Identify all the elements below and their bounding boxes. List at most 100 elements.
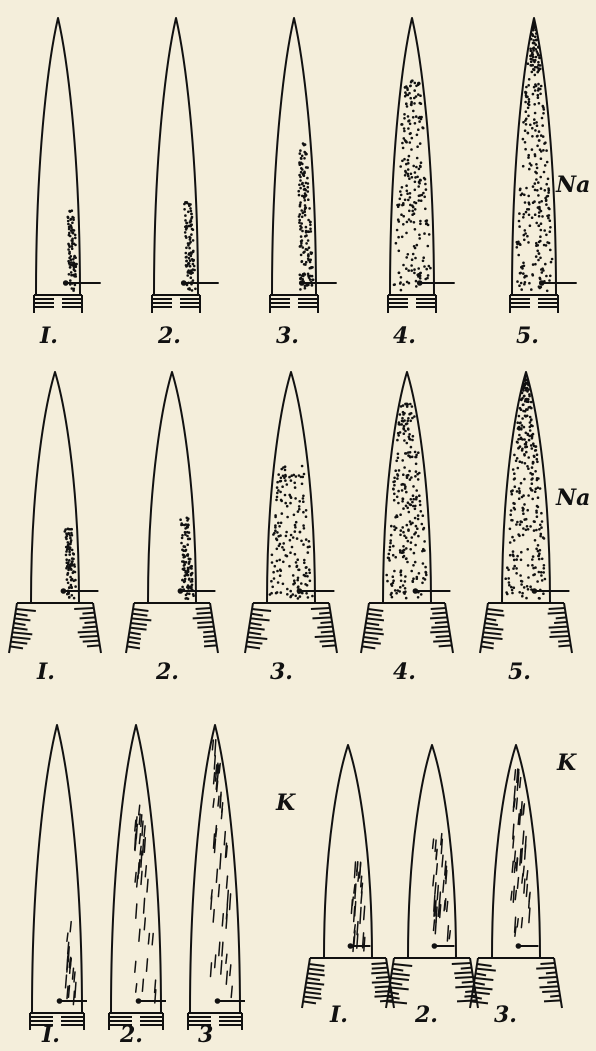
burner-hatch <box>375 986 391 987</box>
flame-dot <box>418 234 421 237</box>
flame-dash <box>442 855 443 867</box>
flame-dot <box>522 216 525 219</box>
flame-dot <box>543 567 546 570</box>
flame-dot <box>412 564 415 567</box>
flame-dot <box>539 487 542 490</box>
flame-dash <box>68 949 69 960</box>
flame-dot <box>402 264 405 267</box>
flame-dash <box>217 781 218 792</box>
flame-dot <box>539 549 542 552</box>
flame-dot <box>541 215 544 218</box>
flame-dot <box>534 129 537 132</box>
flame-dot <box>403 466 406 469</box>
flame-dot <box>540 286 543 289</box>
flame-dot <box>549 249 552 252</box>
flame-dot <box>406 190 409 193</box>
flame-dot <box>304 199 307 202</box>
flame-dot <box>193 265 196 268</box>
flame-dot <box>525 86 528 89</box>
flame-dash <box>147 879 148 892</box>
pointer-dot <box>57 998 63 1004</box>
flame-dot <box>402 483 405 486</box>
flame-dot <box>522 121 525 124</box>
flame-dot <box>537 94 540 97</box>
burner-hatch <box>197 613 212 614</box>
flame-dot <box>408 218 411 221</box>
flame-dot <box>530 401 533 404</box>
flame-dot <box>407 199 410 202</box>
flame-dot <box>308 246 311 249</box>
flame-dot <box>518 591 521 594</box>
flame-dot <box>547 195 550 198</box>
burner-hatch <box>485 623 498 625</box>
flame-dot <box>520 194 523 197</box>
flame-label: 2. <box>157 323 181 349</box>
flame-dot <box>540 222 543 225</box>
flame-dot <box>418 199 421 202</box>
burner-hatch <box>129 632 140 634</box>
flame-dot <box>388 557 391 560</box>
flame-dot <box>539 235 542 238</box>
flame-dash <box>433 839 434 848</box>
burner-hatch <box>372 982 390 983</box>
burner-hatch <box>364 632 383 634</box>
flame-label: 4. <box>393 323 416 349</box>
flame-dot <box>308 571 311 574</box>
flame-dot <box>539 240 542 243</box>
flame-dash <box>437 886 438 900</box>
flame-dot <box>533 103 536 106</box>
flame-dot <box>532 53 535 56</box>
flame-dot <box>67 243 70 246</box>
flame-dot <box>276 492 279 495</box>
flame-dot <box>516 441 519 444</box>
flame-dot <box>417 478 420 481</box>
burner-hatch <box>486 614 504 616</box>
flame-dot <box>528 78 531 81</box>
flame-dot <box>401 417 404 420</box>
burner-hatch <box>129 637 141 639</box>
flame-dash <box>231 986 232 997</box>
flame-dot <box>390 525 393 528</box>
flame-dot <box>536 145 539 148</box>
flame-dot <box>192 251 195 254</box>
flame-dot <box>539 176 542 179</box>
flame-dot <box>407 417 410 420</box>
burner-hatch <box>127 646 140 648</box>
flame-dot <box>180 522 183 525</box>
burner-hatch <box>540 963 555 964</box>
flame-dot <box>514 485 517 488</box>
flame-dot <box>529 48 532 51</box>
flame-dot <box>414 544 417 547</box>
flame-dash <box>135 873 136 883</box>
flame-dot <box>521 417 524 420</box>
flame-dash <box>358 872 359 881</box>
flame-dot <box>416 157 419 160</box>
flame-dot <box>276 481 279 484</box>
burner-hatch <box>15 618 31 620</box>
flame-dash <box>69 986 70 998</box>
flame-dash <box>520 810 521 825</box>
flame-dot <box>402 147 405 150</box>
burner-hatch <box>320 641 336 642</box>
flame-dot <box>528 98 531 101</box>
flame-dot <box>417 514 420 517</box>
flame-dot <box>279 574 282 577</box>
burner-hatch <box>83 641 99 642</box>
flame-dash <box>226 843 227 857</box>
flame-dot <box>540 533 543 536</box>
flame-dot <box>406 89 409 92</box>
flame-dot <box>302 500 305 503</box>
flame-dot <box>402 413 405 416</box>
burner-hatch <box>130 628 146 630</box>
flame-dot <box>523 438 526 441</box>
flame-dot <box>412 435 415 438</box>
flame-dot <box>308 207 311 210</box>
flame-dot <box>537 496 540 499</box>
flame-dot <box>403 425 406 428</box>
flame-dot <box>280 591 283 594</box>
flame-dot <box>526 400 529 403</box>
flame-dot <box>277 522 280 525</box>
flame-dot <box>535 548 538 551</box>
flame-dot <box>411 501 414 504</box>
flame-dot <box>427 245 430 248</box>
